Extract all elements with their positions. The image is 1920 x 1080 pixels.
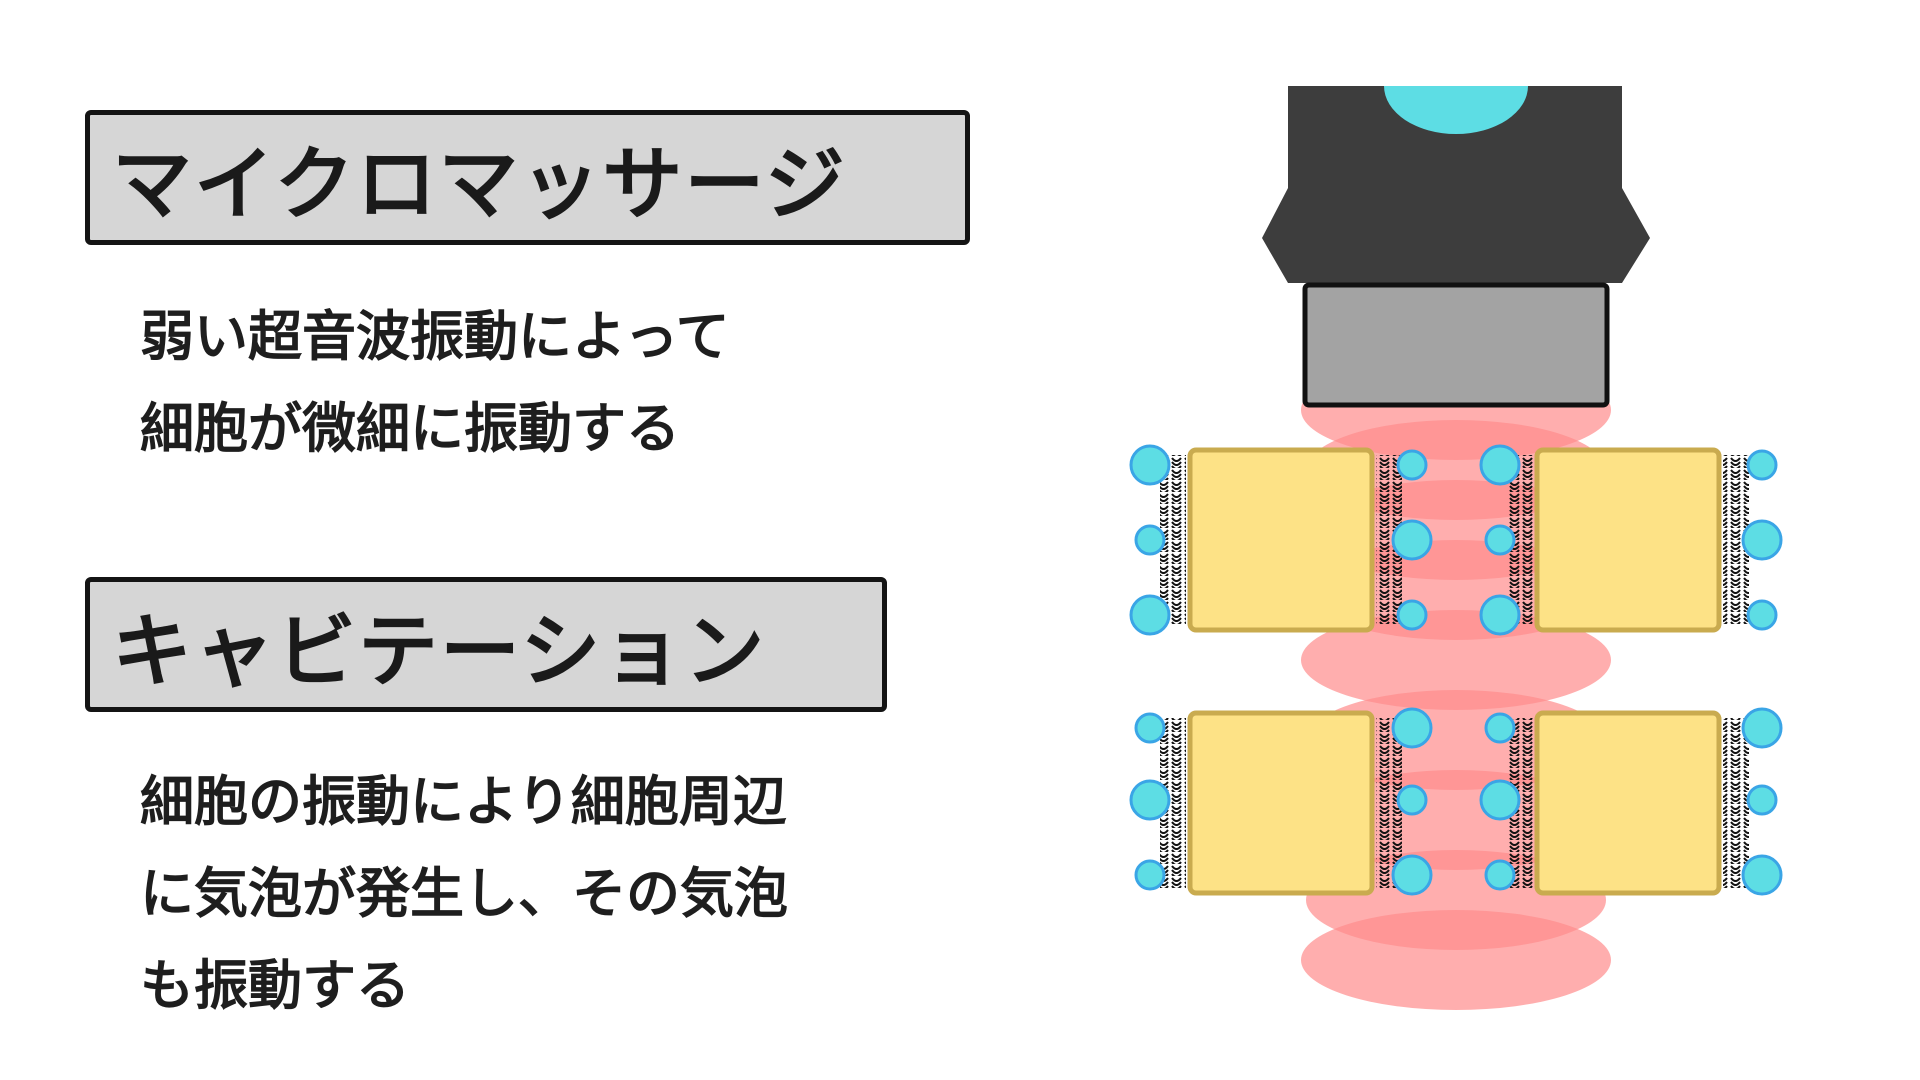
bubble (1746, 599, 1778, 631)
cell-membranes (1160, 455, 1749, 888)
bubble (1746, 449, 1778, 481)
bubble (1479, 444, 1521, 486)
bubbles (1129, 444, 1783, 896)
cavitation-line-2: に気泡が発生し、その気泡 (140, 862, 788, 925)
bubble (1741, 707, 1783, 749)
bubble (1134, 712, 1166, 744)
bubble (1391, 707, 1433, 749)
cavitation-heading-text: キャビテーション (112, 604, 767, 698)
ultrasound-device (1262, 86, 1650, 408)
bubble (1479, 594, 1521, 636)
bubble (1396, 449, 1428, 481)
bubble (1741, 519, 1783, 561)
bubble (1484, 712, 1516, 744)
bubble (1391, 519, 1433, 561)
bubble (1479, 779, 1521, 821)
cells (1187, 447, 1722, 896)
cell (1187, 447, 1375, 633)
bubble (1484, 859, 1516, 891)
cavitation-line-1: 細胞の振動により細胞周辺 (140, 770, 787, 833)
bubble (1396, 784, 1428, 816)
cell (1187, 710, 1375, 896)
cavitation-heading: キャビテーション (85, 577, 887, 712)
micro-massage-line-1: 弱い超音波振動によって (140, 305, 730, 368)
micro-massage-description: 弱い超音波振動によって 細胞が微細に振動する (140, 291, 730, 475)
device-body (1262, 86, 1650, 283)
bubble (1129, 779, 1171, 821)
bubble (1396, 599, 1428, 631)
micro-massage-line-2: 細胞が微細に振動する (140, 397, 680, 460)
device-lens (1384, 86, 1528, 134)
bubble (1129, 594, 1171, 636)
bubble (1746, 784, 1778, 816)
cavitation-line-3: も振動する (140, 954, 410, 1017)
bubble (1134, 524, 1166, 556)
bubble (1484, 524, 1516, 556)
micro-massage-heading-text: マイクロマッサージ (112, 137, 847, 231)
cell (1534, 447, 1722, 633)
bubble (1391, 854, 1433, 896)
cavitation-description: 細胞の振動により細胞周辺 に気泡が発生し、その気泡 も振動する (140, 756, 788, 1032)
cell-membrane-right (1723, 718, 1749, 888)
micro-massage-heading: マイクロマッサージ (85, 110, 970, 245)
wave-ellipse (1301, 610, 1611, 710)
device-head (1302, 282, 1610, 408)
cell (1534, 710, 1722, 896)
bubble (1129, 444, 1171, 486)
wave-ellipse (1301, 910, 1611, 1010)
bubble (1134, 859, 1166, 891)
bubble (1741, 854, 1783, 896)
